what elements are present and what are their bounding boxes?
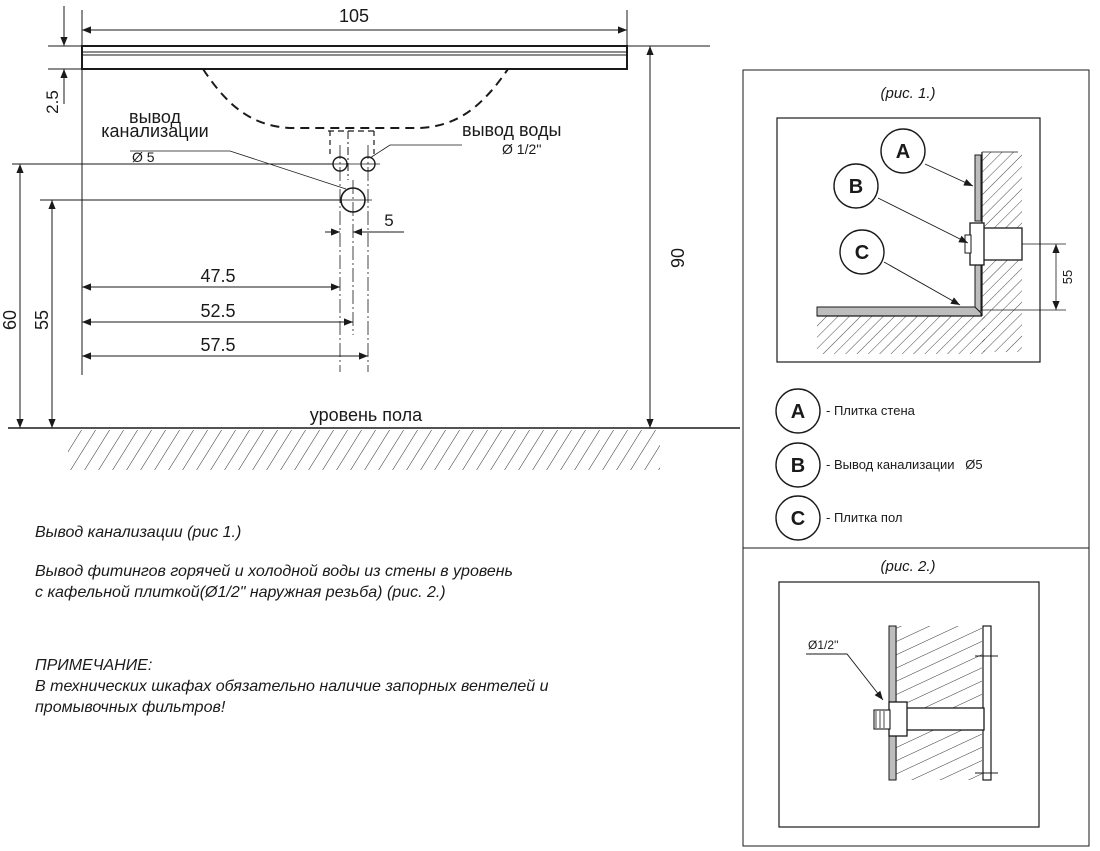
legend-c-circle bbox=[775, 495, 821, 541]
fig1-section bbox=[816, 151, 1023, 354]
note-drain-reference: Вывод канализации (рис 1.) bbox=[35, 524, 242, 541]
drain-outlet-label-line1: вывод bbox=[129, 107, 181, 127]
fig2-frame bbox=[778, 581, 1040, 828]
fig1-dim-55: 55 bbox=[1060, 270, 1075, 284]
legend-b-text: - Вывод канализации Ø5 bbox=[826, 457, 983, 472]
detail-panel-frame bbox=[742, 69, 1090, 847]
legend-b-letter: B bbox=[791, 455, 805, 477]
legend-a-text: - Плитка стена bbox=[826, 403, 916, 418]
basin-bowl bbox=[202, 68, 509, 129]
note-title: ПРИМЕЧАНИЕ: bbox=[35, 657, 153, 674]
wall-tile bbox=[974, 154, 982, 222]
fig1-callouts bbox=[833, 128, 974, 306]
dim-90: 90 bbox=[668, 248, 688, 268]
legend-c-text: - Плитка пол bbox=[826, 510, 902, 525]
drain-diameter-label: Ø 5 bbox=[132, 149, 155, 165]
basin-elevation bbox=[81, 45, 628, 180]
dim-47-5: 47.5 bbox=[200, 266, 235, 286]
fig2-wall-board bbox=[982, 625, 992, 781]
water-diameter-label: Ø 1/2'' bbox=[502, 141, 542, 157]
dim-2-5: 2.5 bbox=[43, 90, 62, 114]
fig2-fitting bbox=[888, 701, 908, 737]
fig1-letter-a: A bbox=[896, 141, 910, 163]
legend bbox=[775, 388, 821, 541]
fig2-section bbox=[806, 625, 998, 781]
legend-a-letter: A bbox=[791, 401, 805, 423]
note-fittings-line2: с кафельной плиткой(Ø1/2" наружная резьб… bbox=[35, 584, 446, 601]
fig2-pipe bbox=[905, 707, 985, 731]
floor-tile bbox=[816, 306, 982, 317]
leader-lines bbox=[130, 144, 462, 190]
fig1-letter-b: B bbox=[849, 176, 863, 198]
note-valves-line1: В технических шкафах обязательно наличие… bbox=[35, 678, 549, 695]
dimension-lines bbox=[12, 6, 710, 428]
legend-c-letter: C bbox=[791, 508, 805, 530]
drain-outlet-label-line2: канализации bbox=[101, 121, 208, 141]
dim-57-5: 57.5 bbox=[200, 335, 235, 355]
dim-5: 5 bbox=[384, 211, 393, 230]
legend-a-circle bbox=[775, 388, 821, 434]
drain-pipe bbox=[979, 227, 1023, 261]
dim-52-5: 52.5 bbox=[200, 301, 235, 321]
fig1-letter-c: C bbox=[855, 242, 869, 264]
fig2-title: (рис. 2.) bbox=[880, 558, 935, 575]
dim-60: 60 bbox=[0, 310, 20, 330]
note-valves-line2: промывочных фильтров! bbox=[35, 699, 226, 716]
dim-55: 55 bbox=[32, 310, 52, 330]
floor-level-label: уровень пола bbox=[310, 405, 423, 425]
fig2-diameter-label: Ø1/2'' bbox=[808, 638, 839, 652]
note-fittings-line1: Вывод фитингов горячей и холодной воды и… bbox=[35, 563, 513, 580]
dim-105: 105 bbox=[339, 6, 369, 26]
fig1-dim-lines bbox=[982, 243, 1066, 311]
floor bbox=[8, 427, 740, 470]
countertop bbox=[81, 45, 628, 70]
legend-b-circle bbox=[775, 442, 821, 488]
fig1-frame bbox=[776, 117, 1041, 363]
outlets bbox=[330, 145, 380, 372]
water-outlet-label: вывод воды bbox=[462, 120, 561, 140]
fig1-title: (рис. 1.) bbox=[880, 85, 935, 102]
